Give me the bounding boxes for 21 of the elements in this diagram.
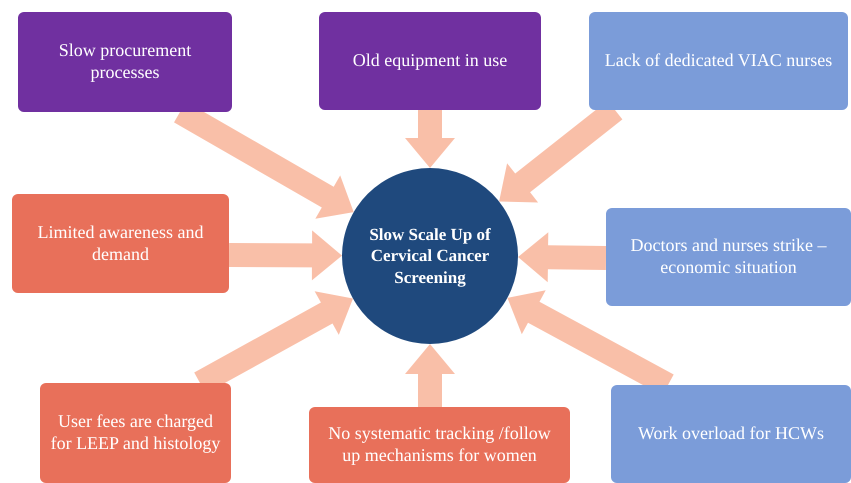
cause-box xyxy=(611,385,851,483)
cause-label: Slow procurement processes xyxy=(58,40,192,84)
cause-box xyxy=(606,208,851,306)
cause-label: Doctors and nurses strike – economic situation xyxy=(630,235,828,279)
cause-label: Work overload for HCWs xyxy=(638,423,824,445)
arrow xyxy=(518,232,606,282)
arrow xyxy=(405,344,455,407)
cause-box xyxy=(589,12,848,110)
cause-box xyxy=(319,12,541,110)
cause-label: Old equipment in use xyxy=(352,50,508,72)
cause-label: User fees are charged for LEEP and histology xyxy=(50,411,221,455)
cause-box xyxy=(40,383,231,483)
cause-box xyxy=(309,407,570,483)
arrow xyxy=(405,110,455,168)
cause-label: Lack of dedicated VIAC nurses xyxy=(604,50,832,72)
cause-label: Limited awareness and demand xyxy=(36,222,204,266)
cause-box xyxy=(18,12,232,112)
central-label: Slow Scale Up of Cervical Cancer Screening xyxy=(368,224,492,288)
cause-label: No systematic tracking /follow up mechanisms for women xyxy=(327,423,552,467)
cause-box xyxy=(12,194,229,293)
arrow xyxy=(228,230,342,280)
